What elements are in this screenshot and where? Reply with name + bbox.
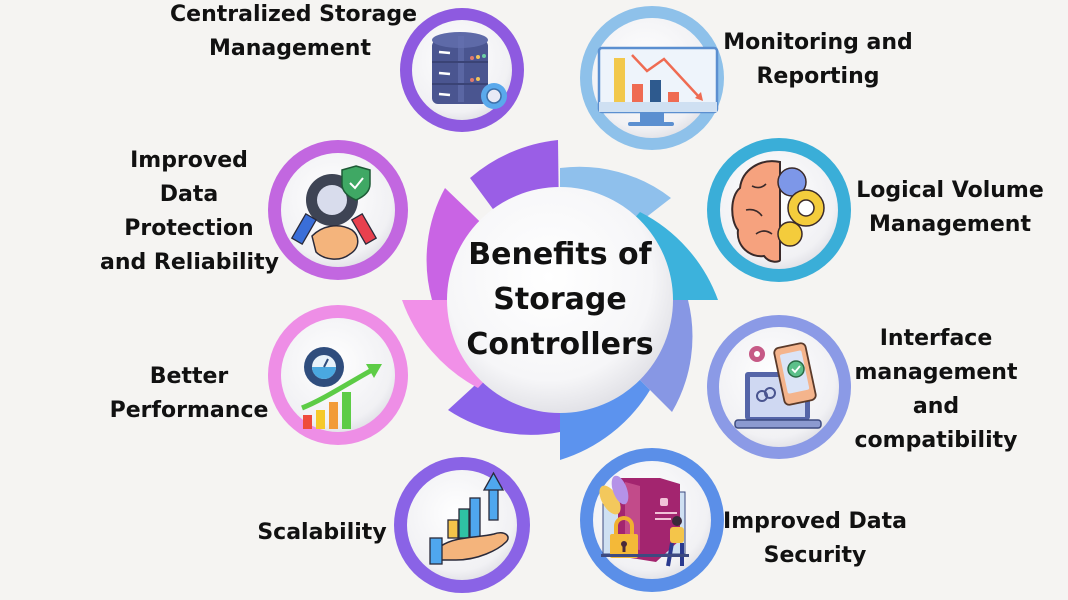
benefit-circle-scalability (394, 457, 530, 593)
monitor-bar-chart-icon (597, 46, 719, 126)
database-server-gear-icon (432, 32, 507, 109)
laptop-phone-link-icon (734, 342, 822, 429)
label-centralized-storage-management: Centralized Storage Management (170, 2, 417, 61)
center-title-line-2: Storage (493, 282, 627, 317)
benefit-circle-monitoring (580, 6, 724, 150)
benefit-circle-data-protection (268, 140, 408, 280)
shield-padlock-icon (599, 475, 689, 567)
label-improved-data-protection: Improved Data Protection and Reliability (100, 148, 279, 275)
label-interface-management: Interface management and compatibility (854, 326, 1018, 453)
center-title: Benefits of Storage Controllers (450, 232, 670, 367)
center-title-line-3: Controllers (466, 327, 654, 362)
benefit-circle-centralized-storage (400, 8, 524, 132)
brain-gears-icon (731, 160, 825, 263)
benefit-circle-logical-volume (707, 138, 851, 282)
speedometer-growth-chart-icon (301, 347, 382, 429)
label-better-performance: Better Performance (109, 364, 269, 423)
handshake-gear-shield-icon (290, 165, 378, 260)
benefit-circle-interface (707, 315, 851, 459)
center-title-line-1: Benefits of (468, 237, 652, 272)
hand-growth-chart-icon (429, 471, 509, 565)
label-logical-volume-management: Logical Volume Management (856, 178, 1044, 237)
benefit-circle-performance (268, 305, 408, 445)
label-improved-data-security: Improved Data Security (723, 509, 907, 568)
label-scalability: Scalability (257, 520, 387, 545)
label-monitoring-and-reporting: Monitoring and Reporting (723, 30, 913, 89)
center-circle (447, 187, 673, 413)
benefit-circle-data-security (580, 448, 724, 592)
